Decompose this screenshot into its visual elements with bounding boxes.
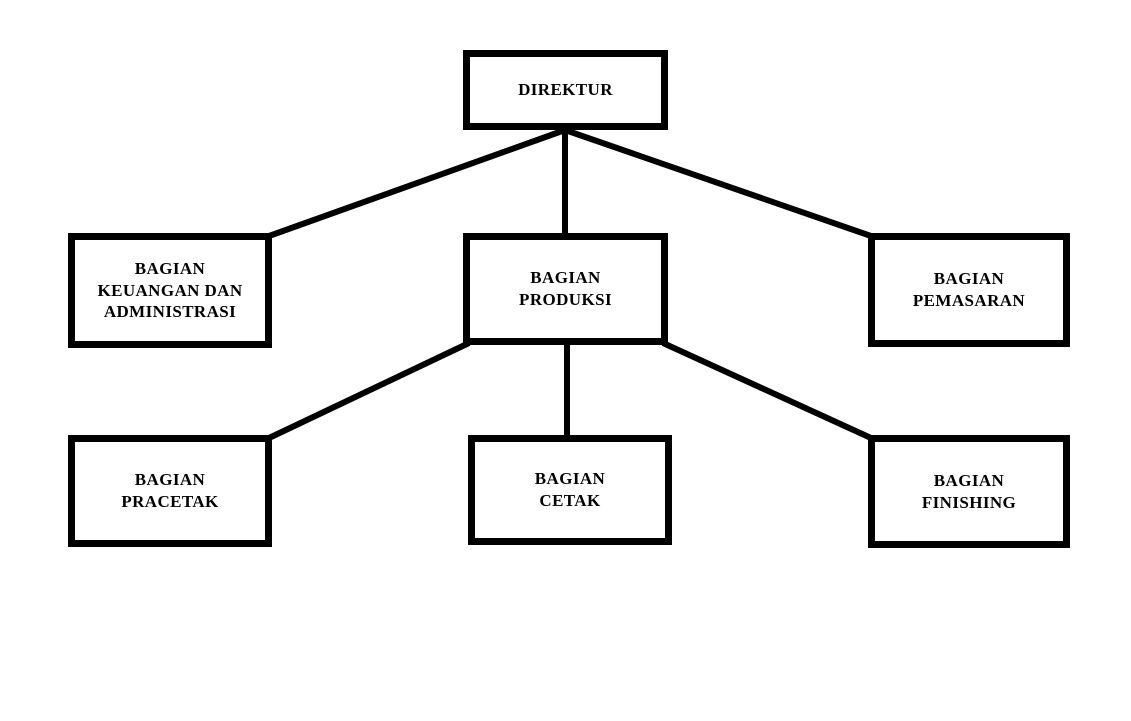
node-bagian-produksi[interactable]: BAGIAN PRODUKSI	[463, 233, 668, 345]
node-bagian-finishing[interactable]: BAGIAN FINISHING	[868, 435, 1070, 548]
connector-direktur-keuangan	[267, 127, 567, 239]
node-bagian-pracetak[interactable]: BAGIAN PRACETAK	[68, 435, 272, 547]
node-bagian-cetak[interactable]: BAGIAN CETAK	[468, 435, 672, 545]
connector-produksi-pracetak	[267, 340, 471, 441]
node-bagian-pracetak-label: BAGIAN PRACETAK	[121, 470, 219, 511]
node-bagian-produksi-label: BAGIAN PRODUKSI	[519, 268, 612, 309]
node-bagian-pemasaran-label: BAGIAN PEMASARAN	[912, 269, 1026, 310]
connector-direktur-pemasaran	[564, 127, 872, 239]
node-bagian-keuangan-dan-administrasi[interactable]: BAGIAN KEUANGAN DAN ADMINISTRASI	[68, 233, 272, 348]
node-bagian-keuangan-dan-administrasi-label: BAGIAN KEUANGAN DAN ADMINISTRASI	[97, 258, 243, 322]
node-direktur-label: DIREKTUR	[518, 80, 613, 100]
node-direktur[interactable]: DIREKTUR	[463, 50, 668, 130]
connector-produksi-finishing	[661, 340, 873, 441]
node-bagian-finishing-label: BAGIAN FINISHING	[921, 470, 1017, 512]
node-bagian-pemasaran[interactable]: BAGIAN PEMASARAN	[868, 233, 1070, 347]
node-bagian-cetak-label: BAGIAN CETAK	[534, 469, 606, 510]
